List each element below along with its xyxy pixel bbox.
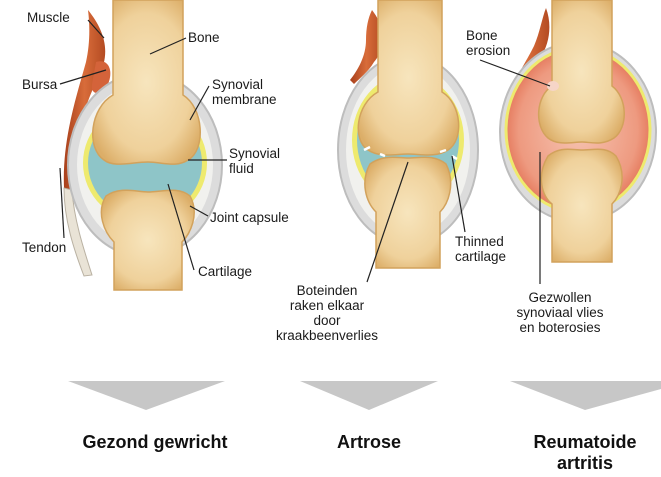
caption-healthy: Gezond gewricht bbox=[50, 432, 260, 453]
label-synovial-membrane: Synovial membrane bbox=[212, 77, 277, 107]
arrow-artrose bbox=[300, 381, 438, 410]
label-bone-erosion: Bone erosion bbox=[466, 28, 510, 58]
artrose-joint bbox=[338, 0, 478, 268]
upper-bone-shape bbox=[93, 0, 201, 164]
arrow-healthy bbox=[68, 381, 225, 410]
label-bone: Bone bbox=[188, 30, 220, 45]
label-thinned-cartilage: Thinned cartilage bbox=[455, 234, 506, 264]
reuma-joint bbox=[500, 0, 656, 262]
lower-bone-shape bbox=[101, 190, 194, 290]
label-tendon: Tendon bbox=[22, 240, 66, 255]
label-gezwollen: Gezwollen synoviaal vlies en boterosies bbox=[495, 290, 625, 335]
label-joint-capsule: Joint capsule bbox=[210, 210, 289, 225]
label-synovial-fluid: Synovial fluid bbox=[229, 146, 280, 176]
caption-artrose: Artrose bbox=[319, 432, 419, 453]
label-boteinden: Boteinden raken elkaar door kraakbeenver… bbox=[262, 283, 392, 343]
label-bursa: Bursa bbox=[22, 77, 57, 92]
caption-reuma: Reumatoide artritis bbox=[520, 432, 650, 474]
arrow-reuma bbox=[510, 381, 661, 410]
label-cartilage: Cartilage bbox=[198, 264, 252, 279]
upper-bone-shape bbox=[539, 0, 625, 143]
label-muscle: Muscle bbox=[27, 10, 70, 25]
lower-bone-shape bbox=[541, 149, 622, 262]
